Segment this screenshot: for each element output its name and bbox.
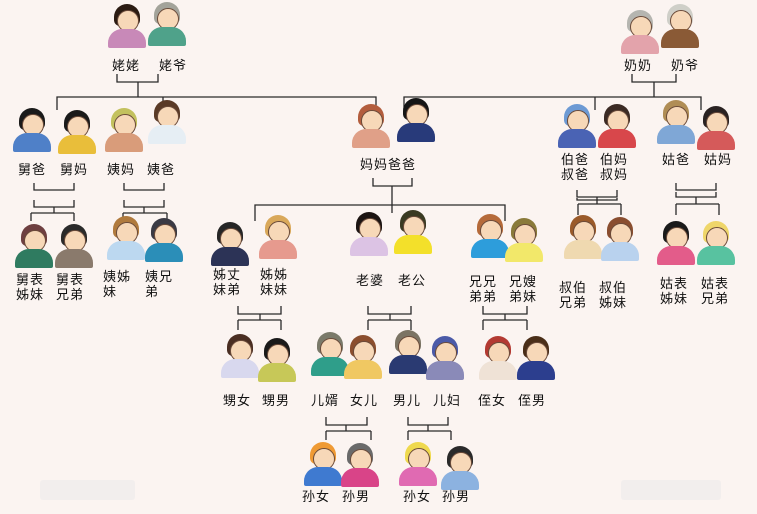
label-zimei-2: 姊妹 (599, 296, 628, 311)
label-naner: 男儿 (393, 394, 422, 409)
label-naiye: 奶爷 (671, 59, 700, 74)
label-jiubiao-1: 舅表 (16, 273, 45, 288)
label-xiongsao: 兄嫂 (509, 275, 538, 290)
label-jiubiao-2: 舅表 (56, 273, 85, 288)
label-zizi: 姊姊 (260, 268, 289, 283)
label-guma: 姑妈 (704, 153, 733, 168)
label-gubiao-1: 姑表 (660, 277, 689, 292)
label-jiuma: 舅妈 (60, 163, 89, 178)
avatar-xiongsao (504, 218, 544, 262)
label-sunnan-1: 孙男 (342, 490, 371, 505)
label-erfu: 儿妇 (433, 394, 462, 409)
avatar-zhinu (478, 336, 518, 380)
avatar-nuer (343, 335, 383, 379)
avatar-yiba (147, 100, 187, 144)
label-xiongdi-2: 兄弟 (559, 296, 588, 311)
label-yizi: 姨姊 (103, 270, 132, 285)
label-di: 弟 (145, 285, 160, 300)
avatar-gubiao-zimei (656, 221, 696, 265)
label-shuba: 叔爸 (561, 168, 590, 183)
avatar-jiubiao-xiongdi (54, 224, 94, 268)
avatar-jiuba (12, 108, 52, 152)
avatar-gubiao-xiongdi (696, 221, 736, 265)
label-xiongxiong: 兄兄 (469, 275, 498, 290)
label-laopo: 老婆 (356, 274, 385, 289)
label-shengnu: 甥女 (223, 394, 252, 409)
label-yima: 姨妈 (107, 163, 136, 178)
label-xiongdi-1: 兄弟 (56, 288, 85, 303)
label-guba: 姑爸 (662, 153, 691, 168)
label-zhinan: 侄男 (518, 394, 547, 409)
label-meimei: 妹妹 (260, 283, 289, 298)
label-jiuba: 舅爸 (18, 163, 47, 178)
label-shuma: 叔妈 (600, 168, 629, 183)
avatar-sunnan-2 (440, 446, 480, 490)
label-meidi: 妹弟 (213, 283, 242, 298)
label-laoye: 姥爷 (159, 59, 188, 74)
watermark-left (40, 480, 135, 500)
avatar-mama (351, 104, 391, 148)
avatar-jiubiao-zimei (14, 224, 54, 268)
avatar-naiye (660, 4, 700, 48)
avatar-nainai (620, 10, 660, 54)
avatar-sunnu-1 (303, 442, 343, 486)
label-dimei: 弟妹 (509, 290, 538, 305)
label-sunnu-2: 孙女 (403, 490, 432, 505)
label-yixiong: 姨兄 (145, 270, 174, 285)
label-boma: 伯妈 (600, 153, 629, 168)
avatar-laoye (147, 2, 187, 46)
avatar-yima (104, 108, 144, 152)
avatar-yizi-mei (106, 216, 146, 260)
avatar-zizi (258, 215, 298, 259)
avatar-yixiong-di (144, 218, 184, 262)
avatar-naner (388, 330, 428, 374)
avatar-laolao (107, 4, 147, 48)
avatar-guma (696, 106, 736, 150)
label-yiba: 姨爸 (147, 163, 176, 178)
watermark-right (621, 480, 721, 500)
label-erxu: 儿婿 (311, 394, 340, 409)
label-zimei-1: 姊妹 (16, 288, 45, 303)
avatar-boba (557, 104, 597, 148)
avatar-xiongxiong (470, 214, 510, 258)
avatar-guba (656, 100, 696, 144)
label-gubiao-2: 姑表 (701, 277, 730, 292)
label-laolao: 姥姥 (112, 59, 141, 74)
avatar-laogong (393, 210, 433, 254)
avatar-laopo (349, 212, 389, 256)
avatar-zizhang (210, 222, 250, 266)
label-sunnu-1: 孙女 (302, 490, 331, 505)
label-zizhang: 姊丈 (213, 268, 242, 283)
label-nainai: 奶奶 (624, 59, 653, 74)
avatar-shubo-zimei (600, 217, 640, 261)
label-zhinu: 侄女 (478, 394, 507, 409)
avatar-sunnu-2 (398, 442, 438, 486)
label-mei: 妹 (103, 285, 118, 300)
avatar-jiuma (57, 110, 97, 154)
avatar-shubo-xiongdi (563, 215, 603, 259)
label-nuer: 女儿 (350, 394, 379, 409)
label-zimei-3: 姊妹 (660, 292, 689, 307)
label-mama-baba: 妈妈爸爸 (360, 158, 417, 173)
label-boba: 伯爸 (561, 153, 590, 168)
label-xiongdi-3: 兄弟 (701, 292, 730, 307)
avatar-zhinan (516, 336, 556, 380)
avatar-sunnan-1 (340, 443, 380, 487)
avatar-erxu (310, 332, 350, 376)
label-shengnan: 甥男 (262, 394, 291, 409)
avatar-shengnan (257, 338, 297, 382)
label-shubo-2: 叔伯 (599, 281, 628, 296)
label-sunnan-2: 孙男 (442, 490, 471, 505)
label-shubo-1: 叔伯 (559, 281, 588, 296)
avatar-boma (597, 104, 637, 148)
label-laogong: 老公 (398, 274, 427, 289)
avatar-shengnu (220, 334, 260, 378)
label-didi: 弟弟 (469, 290, 498, 305)
avatar-erfu (425, 336, 465, 380)
avatar-baba (396, 98, 436, 142)
